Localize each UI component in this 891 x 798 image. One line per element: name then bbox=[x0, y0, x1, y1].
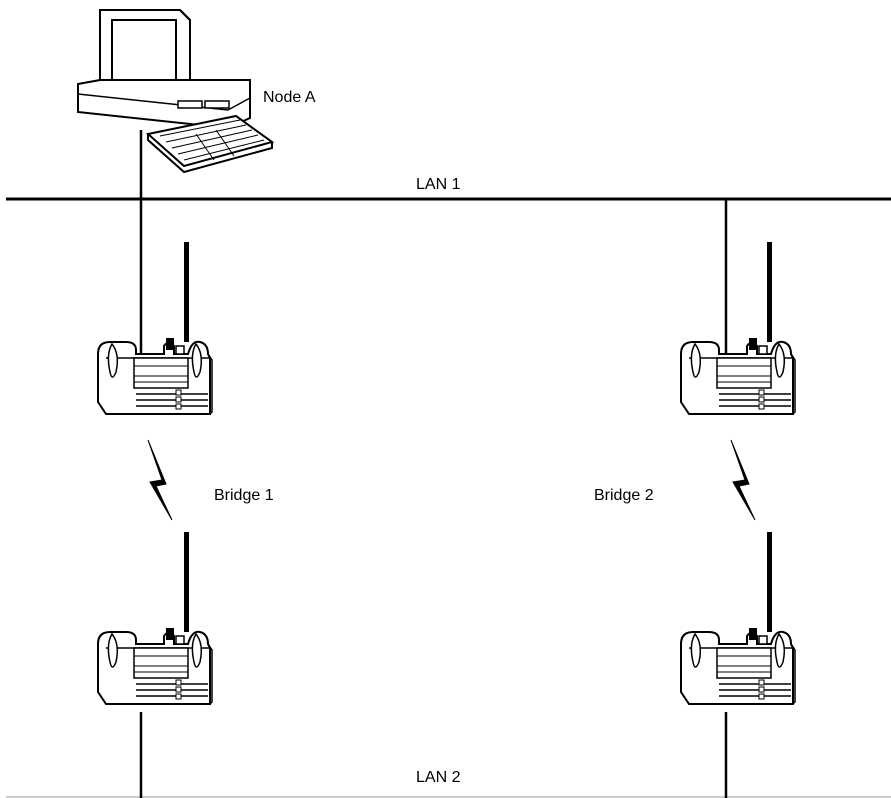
lan2-label: LAN 2 bbox=[416, 769, 461, 786]
bridge2-label: Bridge 2 bbox=[594, 487, 654, 504]
bridge1-lower-device-icon bbox=[97, 531, 213, 705]
bridge1-wireless-link-icon bbox=[147, 439, 173, 521]
computer-icon bbox=[77, 9, 275, 174]
bridge2-lower-device-icon bbox=[680, 531, 796, 705]
bridge2-upper-device-icon bbox=[680, 241, 796, 415]
node-a-label: Node A bbox=[263, 89, 316, 106]
bridge1-label: Bridge 1 bbox=[214, 487, 274, 504]
bridge1-upper-device-icon bbox=[97, 241, 213, 415]
bridge2-wireless-link-icon bbox=[730, 439, 756, 521]
lan1-label: LAN 1 bbox=[416, 176, 461, 193]
